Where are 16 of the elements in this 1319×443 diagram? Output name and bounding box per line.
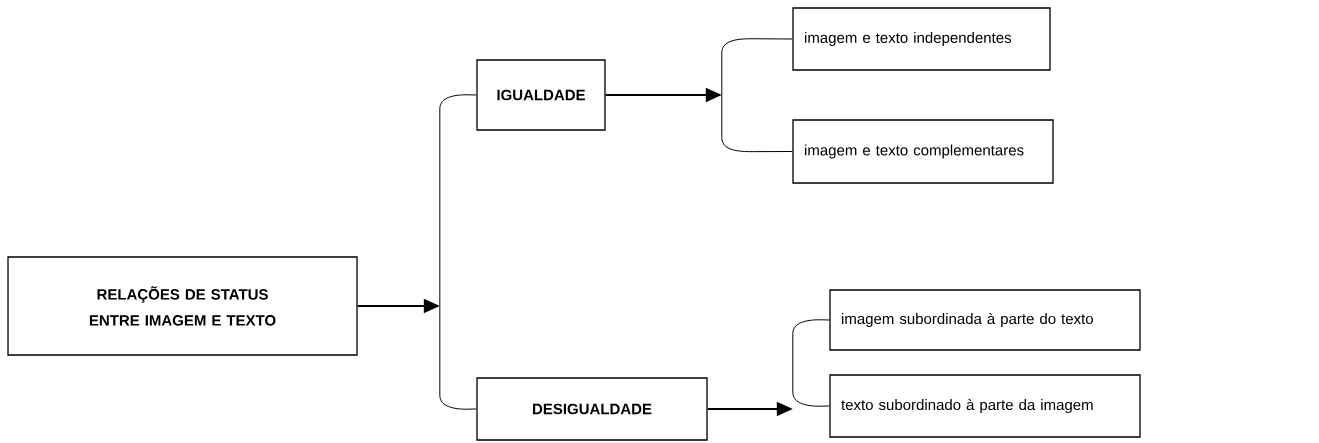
heading-box: IGUALDADE <box>476 59 606 131</box>
heading-box: DESIGUALDADE <box>476 377 708 441</box>
connector-line <box>751 151 793 153</box>
text-box: imagem subordinada à parte do texto <box>829 289 1141 351</box>
connector-line <box>751 38 793 40</box>
connector-line <box>818 319 830 321</box>
connector-line <box>818 405 830 407</box>
text-box: texto subordinado à parte da imagem <box>829 374 1141 438</box>
heading-box: RELAÇÕES DE STATUS ENTRE IMAGEM E TEXTO <box>7 256 358 356</box>
text-box: imagem e texto complementares <box>792 119 1054 184</box>
connector-line <box>465 408 477 410</box>
bracket <box>721 38 753 153</box>
connector-line <box>465 94 477 96</box>
bracket <box>792 319 820 407</box>
text-box: imagem e texto independentes <box>792 7 1051 71</box>
bracket <box>439 94 467 410</box>
